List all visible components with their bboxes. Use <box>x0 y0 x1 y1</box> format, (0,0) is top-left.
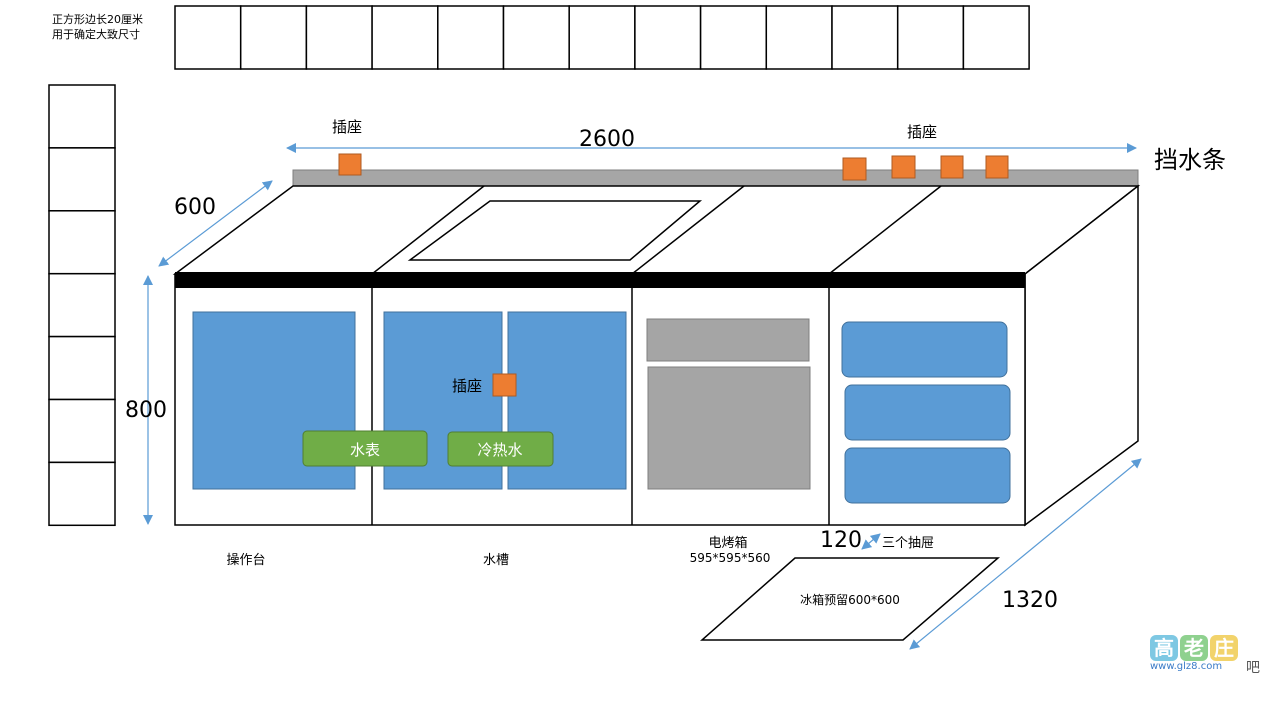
sink-opening <box>407 200 703 261</box>
gap-dimension-arrow <box>861 533 881 550</box>
scale-square <box>174 5 242 70</box>
drawer-2 <box>844 384 1011 441</box>
backsplash-strip <box>292 169 1139 187</box>
scale-note-line1: 正方形边长20厘米 <box>52 13 143 26</box>
backsplash-label: 挡水条 <box>1154 146 1226 174</box>
socket-label-right: 插座 <box>907 123 937 141</box>
scale-square <box>48 272 116 338</box>
width-dimension-value: 2600 <box>579 127 635 152</box>
scale-square <box>634 5 702 70</box>
watermark-glyph: 高 <box>1150 635 1178 661</box>
site-watermark: 高 老 庄 www.glz8.com 吧 <box>1150 635 1260 679</box>
watermark-suffix: 吧 <box>1246 660 1260 676</box>
scale-note-line2: 用于确定大致尺寸 <box>52 28 140 41</box>
fridge-reserve-label: 冰箱预留600*600 <box>800 592 900 607</box>
scale-square <box>48 147 116 212</box>
scale-square <box>48 84 116 149</box>
oven-panel <box>646 318 810 362</box>
drawers-label: 三个抽屉 <box>882 536 934 551</box>
countertop-divider <box>631 185 745 275</box>
scale-square <box>699 5 768 70</box>
height-dimension-value: 800 <box>125 398 167 423</box>
scale-square <box>437 5 505 70</box>
scale-square <box>48 335 116 401</box>
scale-square <box>305 5 373 70</box>
drawer-1 <box>841 321 1008 378</box>
socket-label-left: 插座 <box>332 118 362 136</box>
scale-square <box>831 5 899 70</box>
oven-size-label: 595*595*560 <box>690 551 771 565</box>
oven-label: 电烤箱 <box>708 535 747 551</box>
scale-square <box>765 5 833 70</box>
hot-cold-water-box <box>447 431 554 467</box>
scale-square <box>48 398 116 464</box>
side-length-dimension-arrow <box>909 458 1142 650</box>
countertop-divider <box>371 185 485 275</box>
socket-icon <box>842 157 867 181</box>
hot-cold-water-label: 冷热水 <box>477 441 522 459</box>
scale-square <box>371 5 439 70</box>
socket-label-sink: 插座 <box>452 377 482 395</box>
socket-icon <box>985 155 1009 179</box>
gap-dimension-value: 120 <box>820 528 862 553</box>
watermark-glyph: 老 <box>1180 635 1208 661</box>
scale-square <box>896 5 965 70</box>
water-meter-label: 水表 <box>350 441 380 459</box>
scale-note: 正方形边长20厘米 用于确定大致尺寸 <box>52 12 143 42</box>
drawer-3 <box>844 447 1011 504</box>
socket-icon <box>492 373 517 397</box>
depth-dimension-value: 600 <box>174 195 216 220</box>
side-length-dimension-value: 1320 <box>1002 588 1058 613</box>
scale-grid-left <box>48 84 116 527</box>
scale-grid-top <box>174 5 1030 70</box>
oven-door <box>647 366 811 490</box>
countertop-divider <box>828 185 942 275</box>
scale-square <box>48 461 116 527</box>
watermark-glyph: 庄 <box>1210 635 1238 661</box>
watermark-url: www.glz8.com <box>1150 661 1223 672</box>
depth-dimension-arrow <box>158 180 273 267</box>
scale-square <box>502 5 570 70</box>
socket-icon <box>338 153 362 176</box>
scale-square <box>239 5 308 70</box>
socket-icon <box>940 155 964 179</box>
socket-icon <box>891 155 916 179</box>
scale-square <box>568 5 636 70</box>
water-meter-box <box>302 430 428 467</box>
scale-square <box>962 5 1030 70</box>
countertop-front-edge <box>175 272 1025 288</box>
sink-label: 水槽 <box>483 553 509 568</box>
worktable-label: 操作台 <box>226 552 265 568</box>
scale-square <box>48 210 116 275</box>
